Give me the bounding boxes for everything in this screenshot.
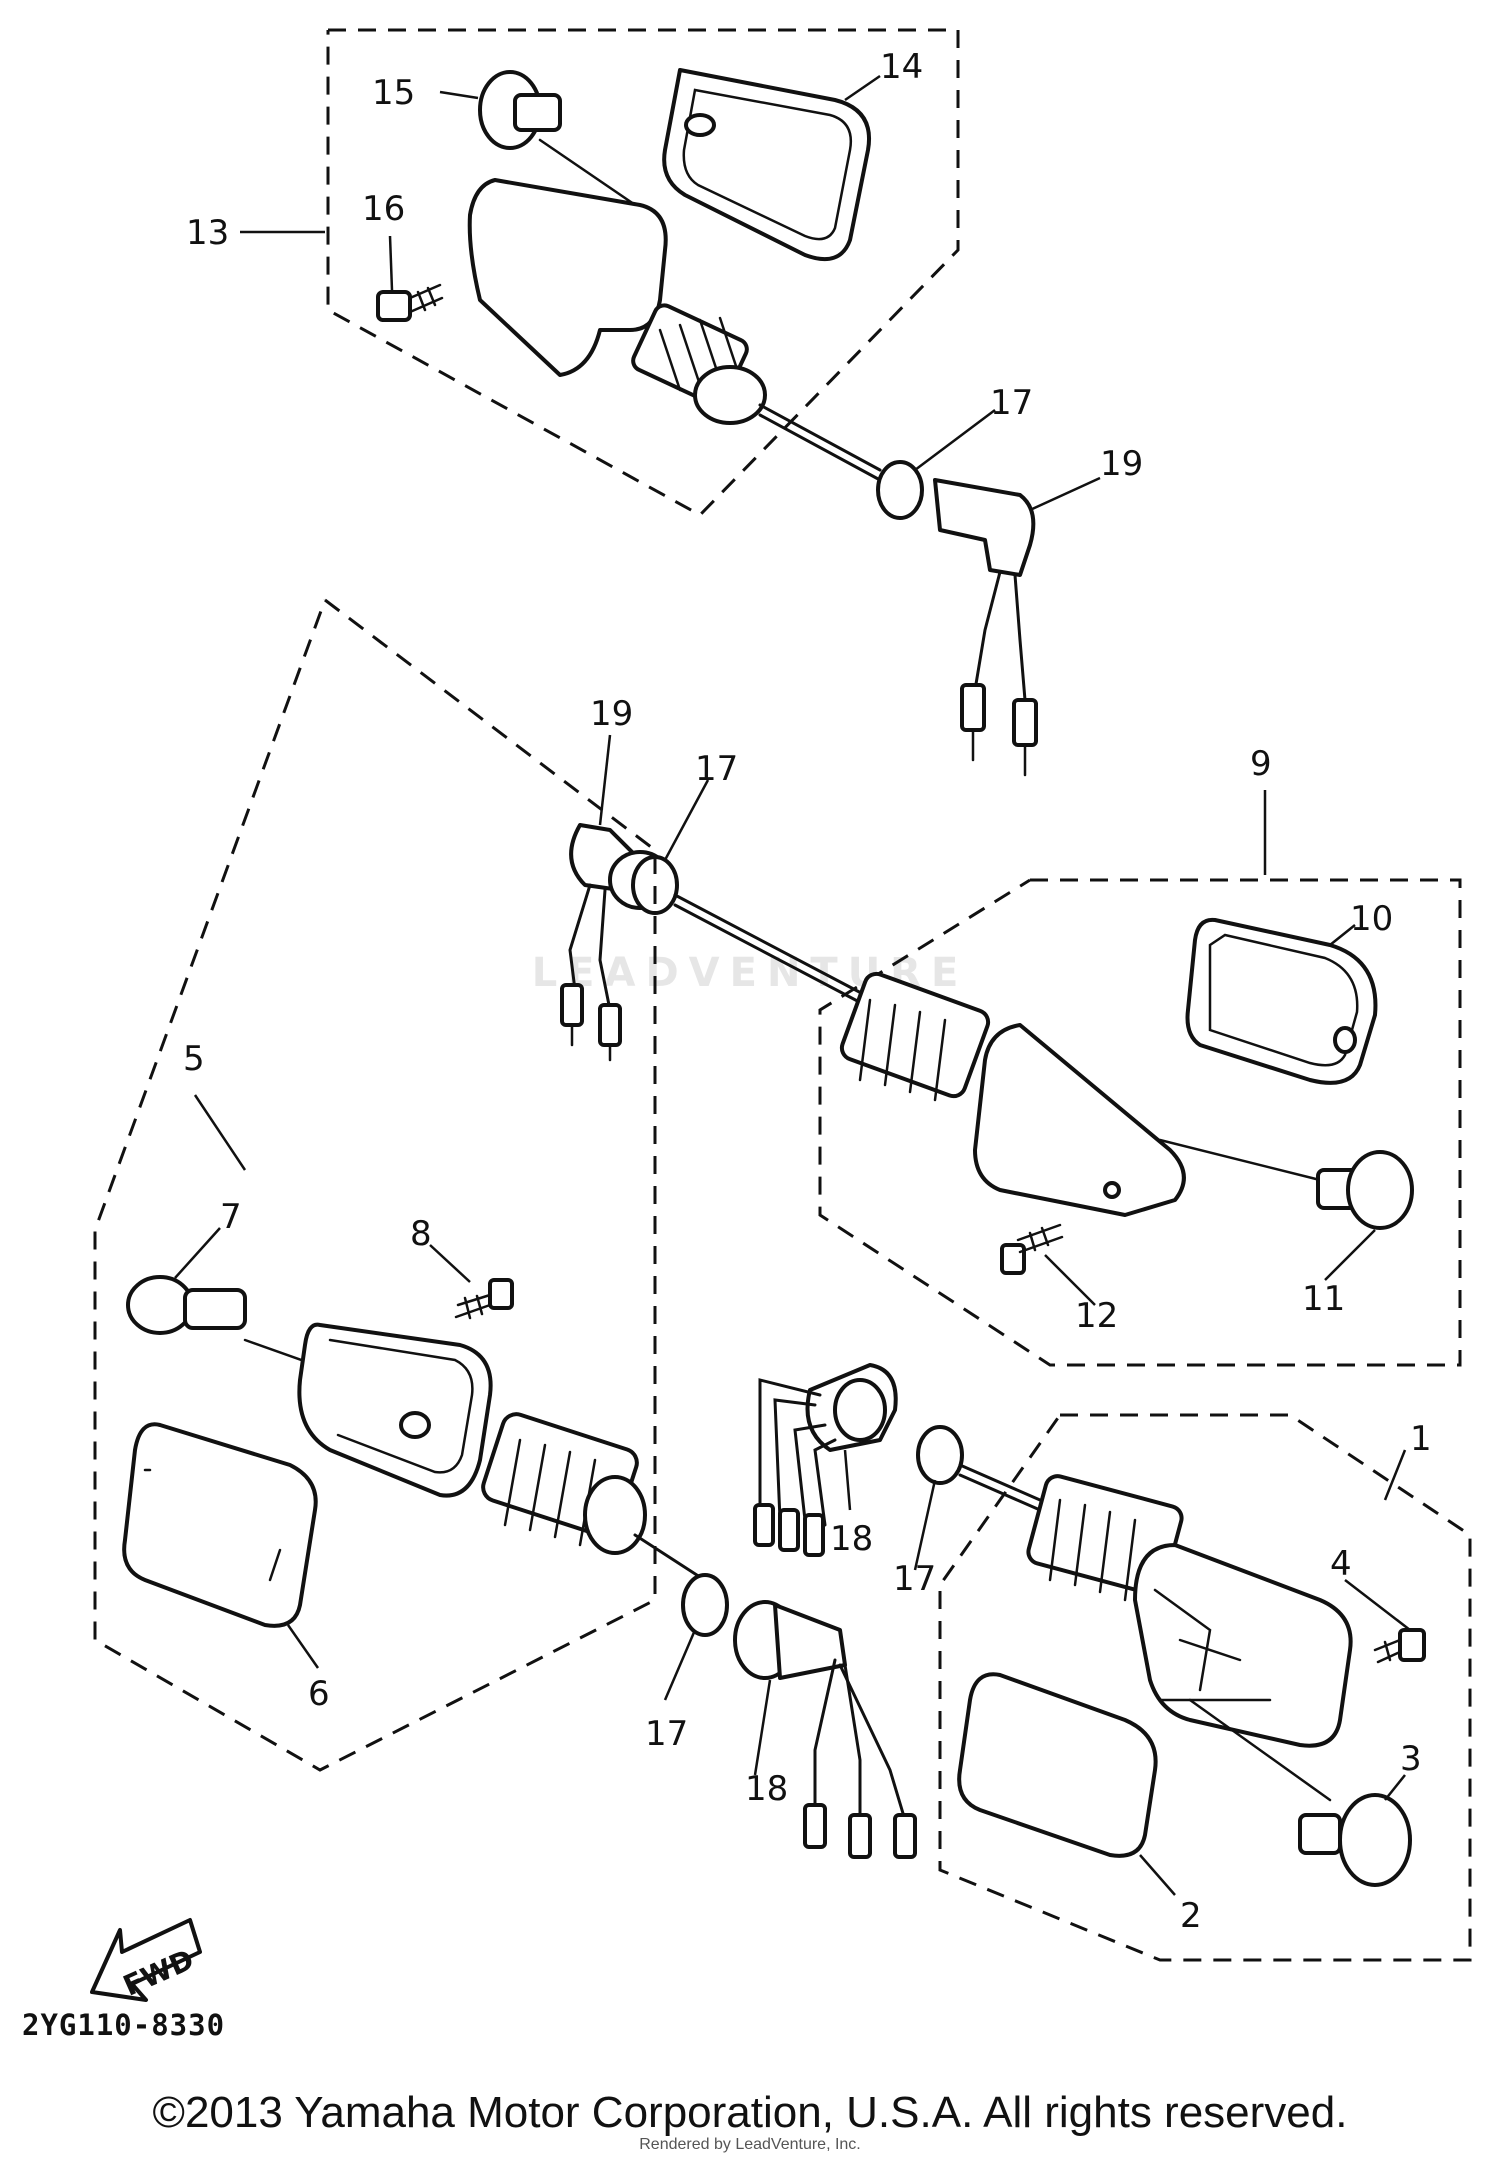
- grommet-17-lower-right: [916, 1425, 964, 1485]
- group-5-dashed-boundary: [93, 598, 657, 1772]
- housing-5: [297, 1322, 722, 1592]
- lens-14: [662, 68, 871, 261]
- screw-8: [454, 1278, 514, 1320]
- callout-13: 13: [186, 213, 229, 253]
- group-1-turn-signal-assembly: [753, 1363, 1472, 1962]
- group-13-turn-signal-assembly: [326, 28, 1038, 777]
- callout-2: 2: [1180, 1896, 1202, 1936]
- grommet-17-top: [876, 460, 924, 520]
- callout-9: 9: [1250, 744, 1272, 784]
- callout-11: 11: [1302, 1279, 1345, 1319]
- callout-6: 6: [308, 1674, 330, 1714]
- callout-16: 16: [362, 189, 405, 229]
- callout-4: 4: [1330, 1544, 1352, 1584]
- bulb-15: [478, 70, 652, 217]
- screw-12: [1000, 1181, 1121, 1275]
- group-1-dashed-boundary: [938, 1413, 1472, 1962]
- group-9-turn-signal-assembly: [560, 823, 1462, 1367]
- callout-1: 1: [1410, 1419, 1432, 1459]
- lens-2: [957, 1672, 1158, 1858]
- copyright-notice: ©2013 Yamaha Motor Corporation, U.S.A. A…: [152, 2088, 1348, 2137]
- callout-17-middle: 17: [695, 749, 738, 789]
- callout-18-lower: 18: [745, 1769, 788, 1809]
- boot-19-top: [933, 478, 1038, 777]
- callout-7: 7: [220, 1197, 242, 1237]
- bulb-3: [1298, 1793, 1412, 1887]
- callout-3: 3: [1400, 1739, 1422, 1779]
- housing-9: [839, 971, 1322, 1217]
- leader-lines: [174, 74, 1411, 1896]
- screw-16: [376, 283, 444, 322]
- callout-14: 14: [880, 47, 923, 87]
- screw-4: [1373, 1628, 1426, 1664]
- grommet-17-lower-left: [681, 1573, 729, 1637]
- callout-19-middle: 19: [590, 694, 633, 734]
- callout-5: 5: [183, 1039, 205, 1079]
- callout-12: 12: [1075, 1296, 1118, 1336]
- callout-18-upper: 18: [830, 1519, 873, 1559]
- rendered-by-notice: Rendered by LeadVenture, Inc.: [639, 2136, 861, 2153]
- callout-8: 8: [410, 1214, 432, 1254]
- callout-19-top: 19: [1100, 444, 1143, 484]
- callout-17-lower-right: 17: [893, 1559, 936, 1599]
- group-9-dashed-boundary: [818, 878, 1462, 1367]
- forward-direction-arrow: FWD: [90, 1918, 202, 2003]
- callout-labels: 13 15 14 16 17 19 19 17 9 10 12 11 5 7 8…: [183, 47, 1432, 1936]
- callout-10: 10: [1350, 899, 1393, 939]
- boot-18-upper: [753, 1363, 898, 1557]
- group-5-turn-signal-assembly: [93, 598, 917, 1859]
- lens-6: [122, 1422, 318, 1628]
- callout-17-top: 17: [990, 383, 1033, 423]
- housing-13: [467, 178, 882, 482]
- diagram-code: 2YG110-8330: [22, 2008, 226, 2042]
- housing-1: [1026, 1474, 1353, 1802]
- boot-18-lower-left: [733, 1600, 917, 1859]
- lens-10: [1185, 917, 1378, 1085]
- group-13-dashed-boundary: [326, 28, 960, 517]
- bulb-11: [1316, 1150, 1414, 1230]
- callout-17-lower-left: 17: [645, 1714, 688, 1754]
- callout-15: 15: [372, 73, 415, 113]
